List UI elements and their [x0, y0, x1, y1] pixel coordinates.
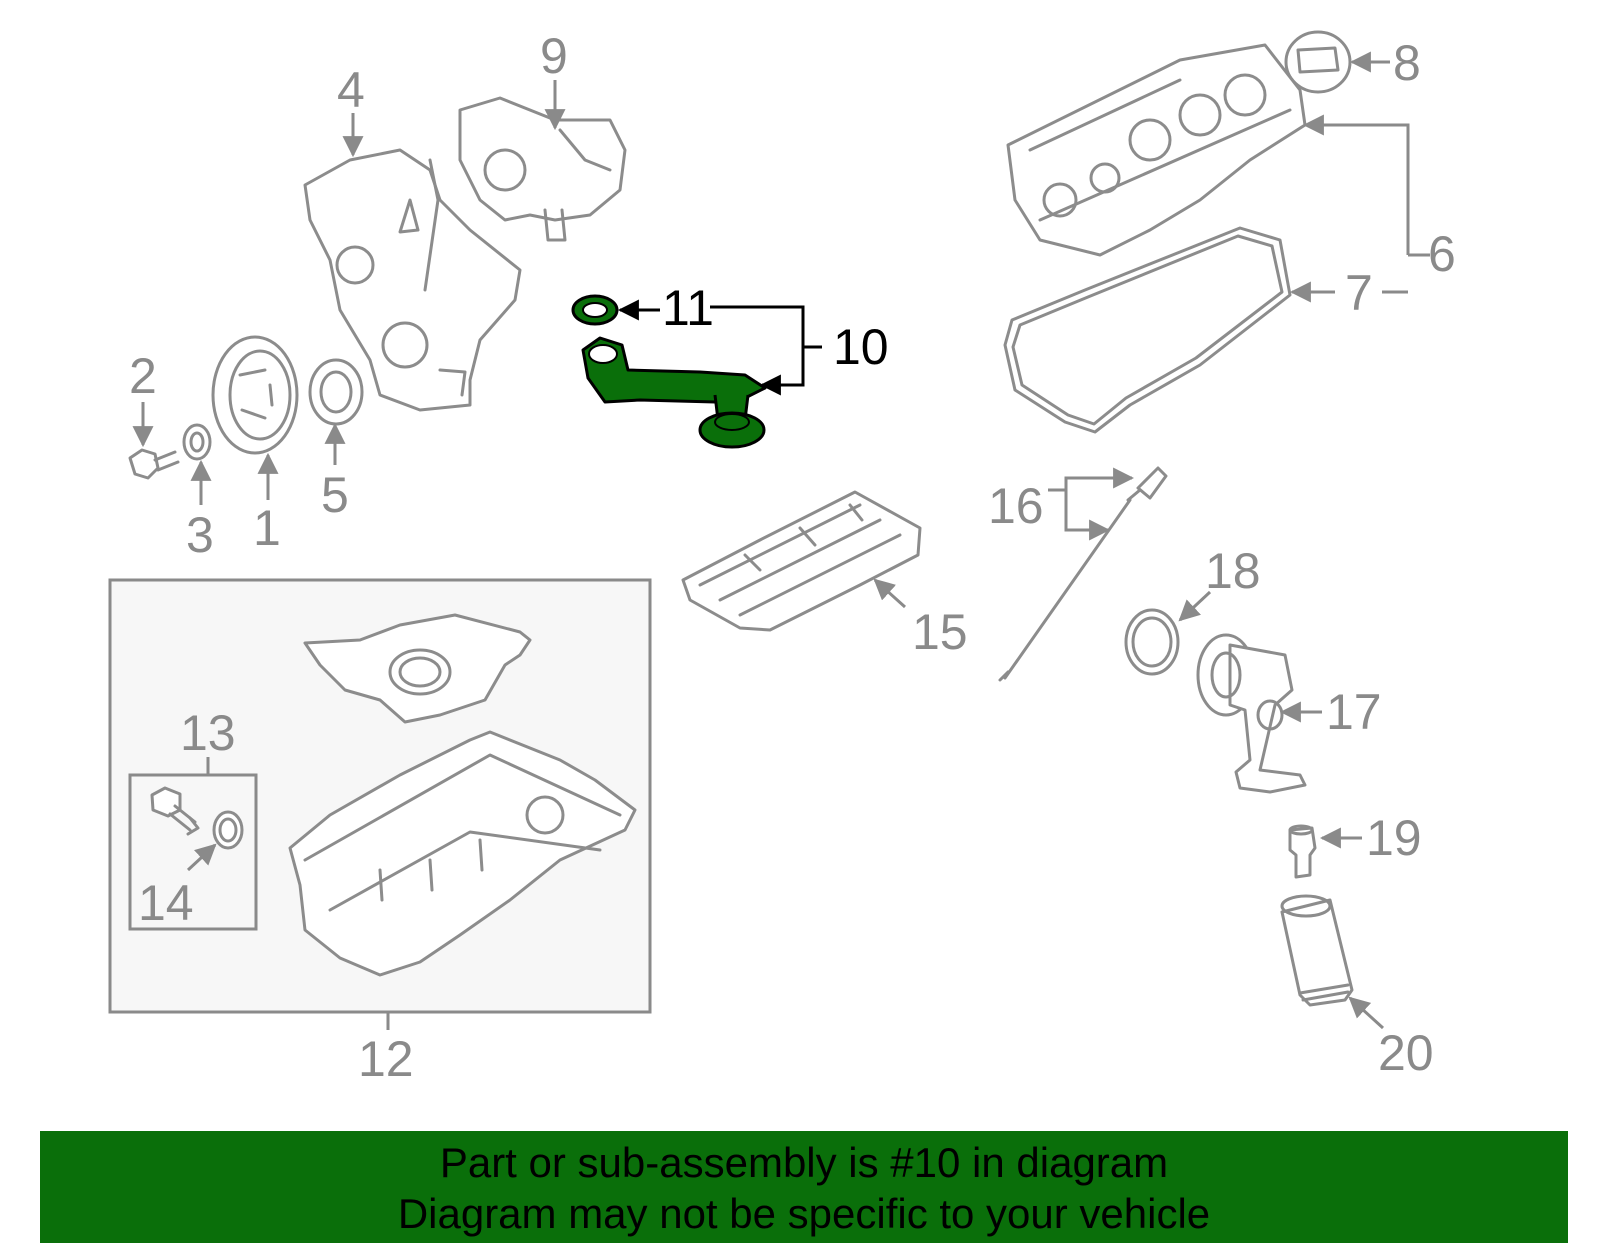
windage-tray-part[interactable] — [681, 490, 922, 632]
leader-18 — [1178, 590, 1212, 622]
callout-17[interactable]: 17 — [1326, 684, 1382, 740]
info-banner: Part or sub-assembly is #10 in diagram D… — [40, 1131, 1568, 1243]
filter-nipple-part[interactable] — [1288, 824, 1317, 879]
callout-16[interactable]: 16 — [988, 478, 1044, 534]
leader-15 — [873, 578, 907, 609]
callout-14[interactable]: 14 — [138, 875, 194, 931]
o-ring-highlighted-part[interactable] — [571, 294, 619, 326]
callout-18[interactable]: 18 — [1205, 543, 1261, 599]
callout-10[interactable]: 10 — [833, 319, 889, 375]
callout-labels: 4 9 2 3 1 5 8 6 7 11 10 15 16 18 17 19 2… — [129, 28, 1456, 1087]
oil-filter-adapter-part[interactable] — [1196, 633, 1307, 794]
callout-13[interactable]: 13 — [180, 705, 236, 761]
leader-14 — [186, 843, 217, 872]
banner-line-2: Diagram may not be specific to your vehi… — [397, 1190, 1211, 1237]
callout-4[interactable]: 4 — [337, 62, 365, 118]
oil-pump-part[interactable] — [458, 96, 627, 242]
front-seal-part[interactable] — [308, 358, 364, 426]
filter-adapter-gasket-part[interactable] — [1124, 608, 1180, 676]
drain-plug-gasket-part[interactable] — [212, 810, 244, 850]
timing-cover-part[interactable] — [303, 148, 522, 412]
callout-11[interactable]: 11 — [662, 280, 714, 336]
leader-20 — [1348, 996, 1385, 1030]
oil-pickup-tube-highlighted-part[interactable] — [581, 336, 767, 449]
leader-16a — [1048, 467, 1135, 492]
leader-lines — [132, 51, 1430, 1030]
oil-pan-plate-part[interactable] — [303, 613, 532, 724]
leader-6 — [1302, 114, 1410, 255]
callout-5[interactable]: 5 — [321, 467, 349, 523]
callout-3[interactable]: 3 — [186, 507, 214, 563]
leader-16b — [1064, 490, 1111, 541]
callout-1[interactable]: 1 — [253, 500, 281, 556]
drain-plug-part[interactable] — [150, 786, 200, 836]
callout-15[interactable]: 15 — [912, 604, 968, 660]
crank-pulley-part[interactable] — [211, 335, 299, 455]
oil-pan-part[interactable] — [288, 730, 637, 977]
callout-8[interactable]: 8 — [1393, 35, 1421, 91]
callout-2[interactable]: 2 — [129, 348, 157, 404]
callout-6[interactable]: 6 — [1428, 226, 1456, 282]
callout-9[interactable]: 9 — [540, 28, 568, 84]
drain-plug-group-box — [128, 773, 258, 931]
bolt-part[interactable] — [128, 448, 180, 480]
callout-12[interactable]: 12 — [358, 1031, 414, 1087]
oil-filter-part[interactable] — [1280, 894, 1354, 1007]
washer-part[interactable] — [182, 423, 212, 461]
oil-filler-cap-part[interactable] — [1284, 30, 1352, 94]
callout-7[interactable]: 7 — [1345, 265, 1373, 321]
valve-cover-gasket-part[interactable] — [1003, 226, 1292, 434]
callout-20[interactable]: 20 — [1378, 1025, 1434, 1081]
callout-19[interactable]: 19 — [1366, 810, 1422, 866]
banner-line-1: Part or sub-assembly is #10 in diagram — [439, 1139, 1169, 1186]
valve-cover-part[interactable] — [1006, 43, 1307, 257]
